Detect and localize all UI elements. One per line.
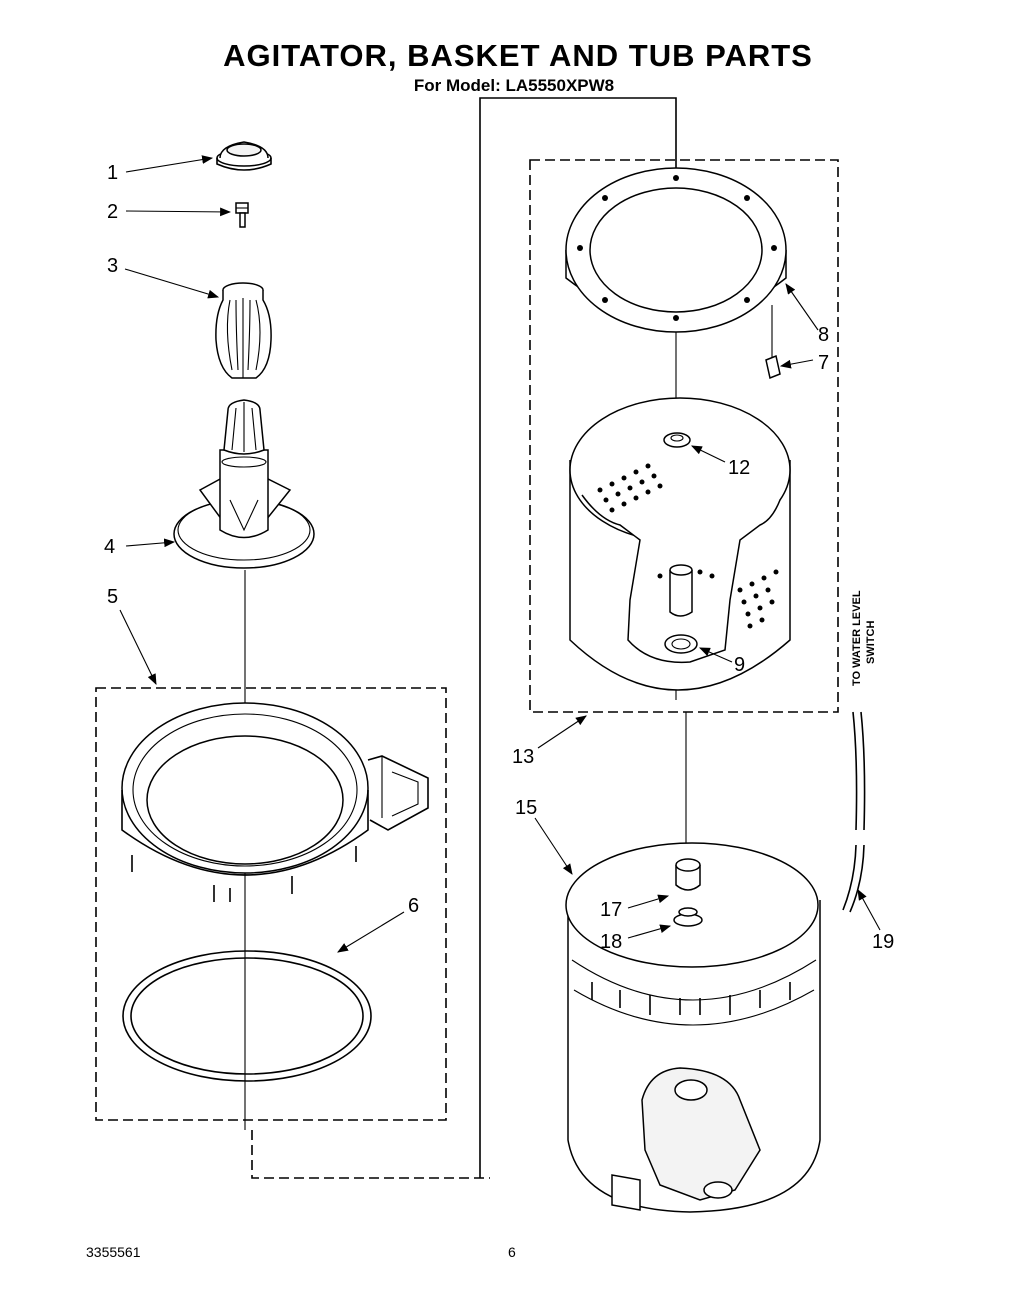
callout-6: 6 — [408, 895, 419, 917]
footer-page-number: 6 — [508, 1244, 516, 1260]
water-level-hose — [842, 711, 866, 913]
agitator-base — [173, 399, 315, 569]
agitator-cap — [216, 141, 272, 171]
seal-ring — [122, 950, 372, 1082]
callout-7: 7 — [818, 352, 829, 374]
callout-12: 12 — [728, 457, 750, 479]
tub — [565, 842, 821, 1213]
callout-8: 8 — [818, 324, 829, 346]
callouts: 1 2 3 4 5 6 7 8 9 12 13 15 17 18 19 — [104, 162, 894, 953]
callout-9: 9 — [734, 654, 745, 676]
side-label-line-2: SWITCH — [865, 621, 877, 664]
group-box-5 — [95, 687, 447, 1121]
clip — [765, 354, 781, 380]
model-subtitle-text: For Model: LA5550XPW8 — [413, 76, 615, 95]
callout-2: 2 — [107, 201, 118, 223]
group-box-13 — [529, 159, 839, 713]
footer-part-code: 3355561 — [86, 1244, 141, 1260]
callout-18: 18 — [600, 931, 622, 953]
tub-fitting — [675, 858, 701, 891]
callout-3: 3 — [107, 255, 118, 277]
model-subtitle: For Model: LA5550XPW8 — [0, 76, 1036, 96]
callout-17: 17 — [600, 899, 622, 921]
callout-4: 4 — [104, 536, 115, 558]
tub-seal — [673, 907, 703, 927]
page-title: AGITATOR, BASKET AND TUB PARTS — [223, 38, 813, 73]
side-label: TO WATER LEVEL SWITCH — [851, 588, 877, 686]
basket-ring — [565, 167, 787, 333]
callout-1: 1 — [107, 162, 118, 184]
side-label-line-1: TO WATER LEVEL — [851, 590, 863, 686]
leader-lines — [119, 155, 881, 953]
basket-nut — [663, 432, 691, 448]
tub-ring — [121, 702, 429, 902]
callout-15: 15 — [515, 797, 537, 819]
callout-5: 5 — [107, 586, 118, 608]
agitator-bolt — [235, 202, 249, 228]
agitator-barrel — [215, 282, 272, 379]
callout-13: 13 — [512, 746, 534, 768]
basket — [569, 397, 791, 691]
callout-19: 19 — [872, 931, 894, 953]
